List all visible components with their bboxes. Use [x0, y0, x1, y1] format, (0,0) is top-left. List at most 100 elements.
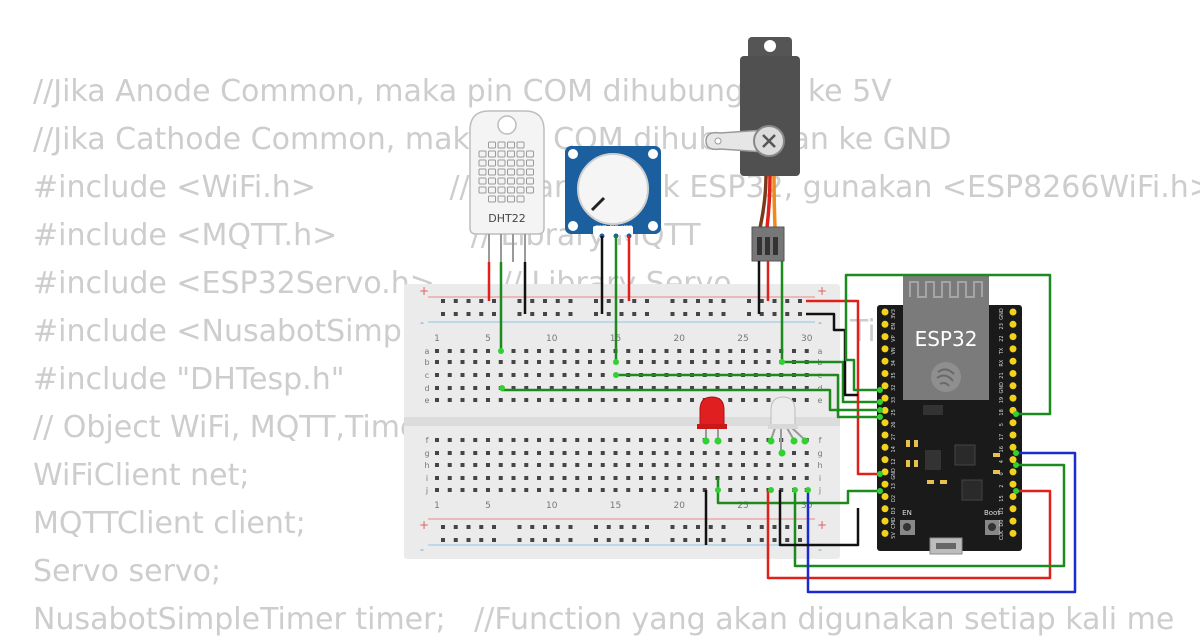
esp32-pin[interactable] — [881, 493, 889, 500]
esp32-pin[interactable] — [1009, 431, 1017, 439]
bb-hole — [575, 488, 580, 492]
bb-hole — [530, 299, 535, 303]
esp32-pin[interactable] — [881, 357, 889, 365]
esp32-pin[interactable] — [881, 382, 889, 390]
esp32-pin[interactable] — [881, 431, 889, 439]
esp32-pin[interactable] — [881, 370, 889, 377]
bb-column-number: 1 — [434, 501, 440, 511]
bb-hole — [677, 349, 682, 353]
bb-hole — [435, 349, 439, 353]
wire-endpoint — [768, 487, 774, 493]
esp32-pin[interactable] — [1009, 505, 1017, 513]
esp32-pin[interactable] — [1009, 320, 1017, 328]
bb-hole — [588, 488, 592, 492]
pot-mount-hole — [648, 149, 658, 159]
rgb-led[interactable] — [767, 396, 809, 457]
bb-hole — [741, 488, 745, 492]
bb-hole — [511, 476, 516, 480]
esp32-pin[interactable] — [1009, 357, 1017, 365]
esp32-pin[interactable] — [1009, 394, 1017, 402]
bb-hole — [728, 476, 733, 480]
bb-hole — [511, 349, 516, 353]
esp32-pin[interactable] — [1009, 345, 1017, 353]
potentiometer[interactable]: GND SIG VCC — [565, 146, 661, 240]
bb-hole — [741, 451, 745, 455]
wires — [487, 236, 1077, 594]
esp32-pin[interactable] — [881, 406, 889, 414]
bb-hole — [753, 438, 758, 442]
esp32-pin[interactable] — [881, 529, 889, 537]
bb-hole — [460, 373, 465, 377]
bb-hole — [626, 438, 631, 442]
esp32-pin-label: D3 — [891, 507, 897, 514]
pot-mount-hole — [568, 221, 578, 231]
esp32-pin[interactable] — [1009, 419, 1017, 427]
bb-hole — [804, 451, 809, 455]
esp32-pin[interactable] — [881, 419, 889, 427]
esp32-pin[interactable] — [1009, 370, 1017, 377]
bb-hole — [486, 463, 490, 467]
bb-hole — [651, 360, 656, 364]
esp32-pin[interactable] — [1009, 382, 1017, 390]
bb-hole — [721, 299, 726, 303]
breadboard[interactable]: + + + + - - - - 115510101515202025253030… — [404, 284, 840, 559]
dht22-grille-slot — [507, 195, 515, 203]
bb-hole — [766, 398, 771, 402]
esp32-pin[interactable] — [1009, 443, 1017, 451]
esp32-pin[interactable] — [881, 345, 889, 353]
bb-hole — [549, 463, 554, 467]
esp32-pin[interactable] — [881, 394, 889, 402]
bb-hole — [619, 312, 624, 316]
bb-hole — [798, 525, 802, 529]
bb-hole — [486, 476, 490, 480]
esp32-pin-label: 16 — [999, 446, 1005, 452]
bb-hole — [543, 299, 547, 303]
esp32-pin[interactable] — [1009, 517, 1017, 525]
esp32-pin[interactable] — [881, 333, 889, 341]
esp32-pin-label: 4 — [999, 460, 1005, 463]
esp32-pin[interactable] — [881, 505, 889, 513]
esp32-pin[interactable] — [881, 480, 889, 488]
bb-hole — [626, 386, 631, 390]
bb-hole — [537, 488, 541, 492]
bb-hole — [486, 438, 490, 442]
servo-wire-red — [765, 175, 772, 229]
bb-hole — [696, 299, 700, 303]
esp32-pin[interactable] — [881, 320, 889, 328]
bb-hole — [562, 360, 567, 364]
esp32-pin[interactable] — [1009, 480, 1017, 488]
bb-hole — [613, 463, 618, 467]
esp32-pin[interactable] — [1009, 529, 1017, 537]
esp32-pin[interactable] — [881, 468, 889, 476]
esp32-pin[interactable] — [1009, 493, 1017, 500]
esp32-pin[interactable] — [881, 443, 889, 451]
plus-sign: + — [419, 518, 429, 532]
esp32-pin[interactable] — [881, 456, 889, 464]
bb-hole — [728, 398, 733, 402]
esp32-pin[interactable] — [881, 308, 889, 316]
bb-hole — [683, 538, 688, 542]
dht22-sensor[interactable]: DHT22 — [469, 110, 545, 262]
bb-hole — [798, 538, 802, 542]
bb-hole — [524, 373, 529, 377]
bb-hole — [575, 463, 580, 467]
esp32-component — [923, 405, 943, 415]
servo-motor[interactable] — [705, 37, 800, 262]
bb-column-number: 20 — [674, 334, 686, 344]
esp32-pin[interactable] — [1009, 456, 1017, 464]
bb-hole — [651, 438, 656, 442]
bb-hole — [645, 299, 649, 303]
esp32-pin[interactable] — [1009, 333, 1017, 341]
dht22-grille-slot — [507, 141, 515, 149]
bb-hole — [721, 538, 726, 542]
esp32-pin[interactable] — [1009, 468, 1017, 476]
esp32-pin[interactable] — [881, 517, 889, 525]
wire-esp-32 — [844, 294, 880, 392]
dht22-grille-slot — [478, 150, 487, 158]
bb-hole — [613, 398, 618, 402]
red-led[interactable] — [697, 396, 727, 445]
pot-knob[interactable] — [577, 153, 649, 225]
bb-hole — [772, 525, 777, 529]
esp32-pin[interactable] — [1009, 308, 1017, 316]
